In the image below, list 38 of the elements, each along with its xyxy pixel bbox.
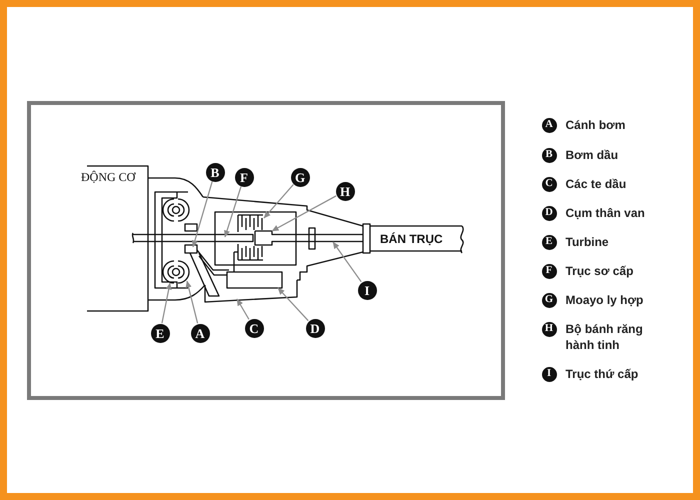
callout-marker: F [234,168,254,186]
part-name: Bộ bánh răng hành tinh [566,321,644,353]
part-name: Bơm dầu [566,147,620,163]
part-name: Moayo ly hợp [566,292,644,308]
callout-marker: G [290,168,310,186]
key-marker: E [542,234,556,250]
part-label: ĐỘNG CƠ [81,170,136,185]
part-name: Trục thứ cấp [566,366,640,382]
leader-line [192,181,213,248]
callout-marker: E [150,324,170,342]
callout-marker: A [190,324,210,342]
leader-line [278,288,309,322]
callout-marker: D [306,318,324,338]
part-name: Turbine [566,234,610,250]
callout-marker: C [244,318,264,338]
leader-line [186,280,198,324]
key-marker: B [542,148,556,162]
part-label: BÁN TRỤC [380,232,443,246]
part-name: Cụm thân van [566,205,646,221]
leader-line [224,186,242,238]
leader-line [332,242,362,282]
key-marker: D [542,206,556,220]
callout-marker: H [336,182,354,200]
key-marker: G [542,292,556,308]
leader-line [264,184,294,218]
leader-line [236,298,250,320]
callout-marker: I [358,280,376,300]
part-name: Trục sơ cấp [566,263,634,279]
key-marker: C [542,176,556,192]
key-marker: F [542,264,556,278]
callout-marker: B [206,162,224,182]
part-name: Cánh bơm [566,117,626,133]
key-marker: A [542,118,556,132]
leader-line [161,282,172,324]
part-name: Các te dầu [566,176,628,192]
leader-line [272,195,337,232]
key-marker: H [542,322,556,336]
key-marker: I [542,366,556,382]
